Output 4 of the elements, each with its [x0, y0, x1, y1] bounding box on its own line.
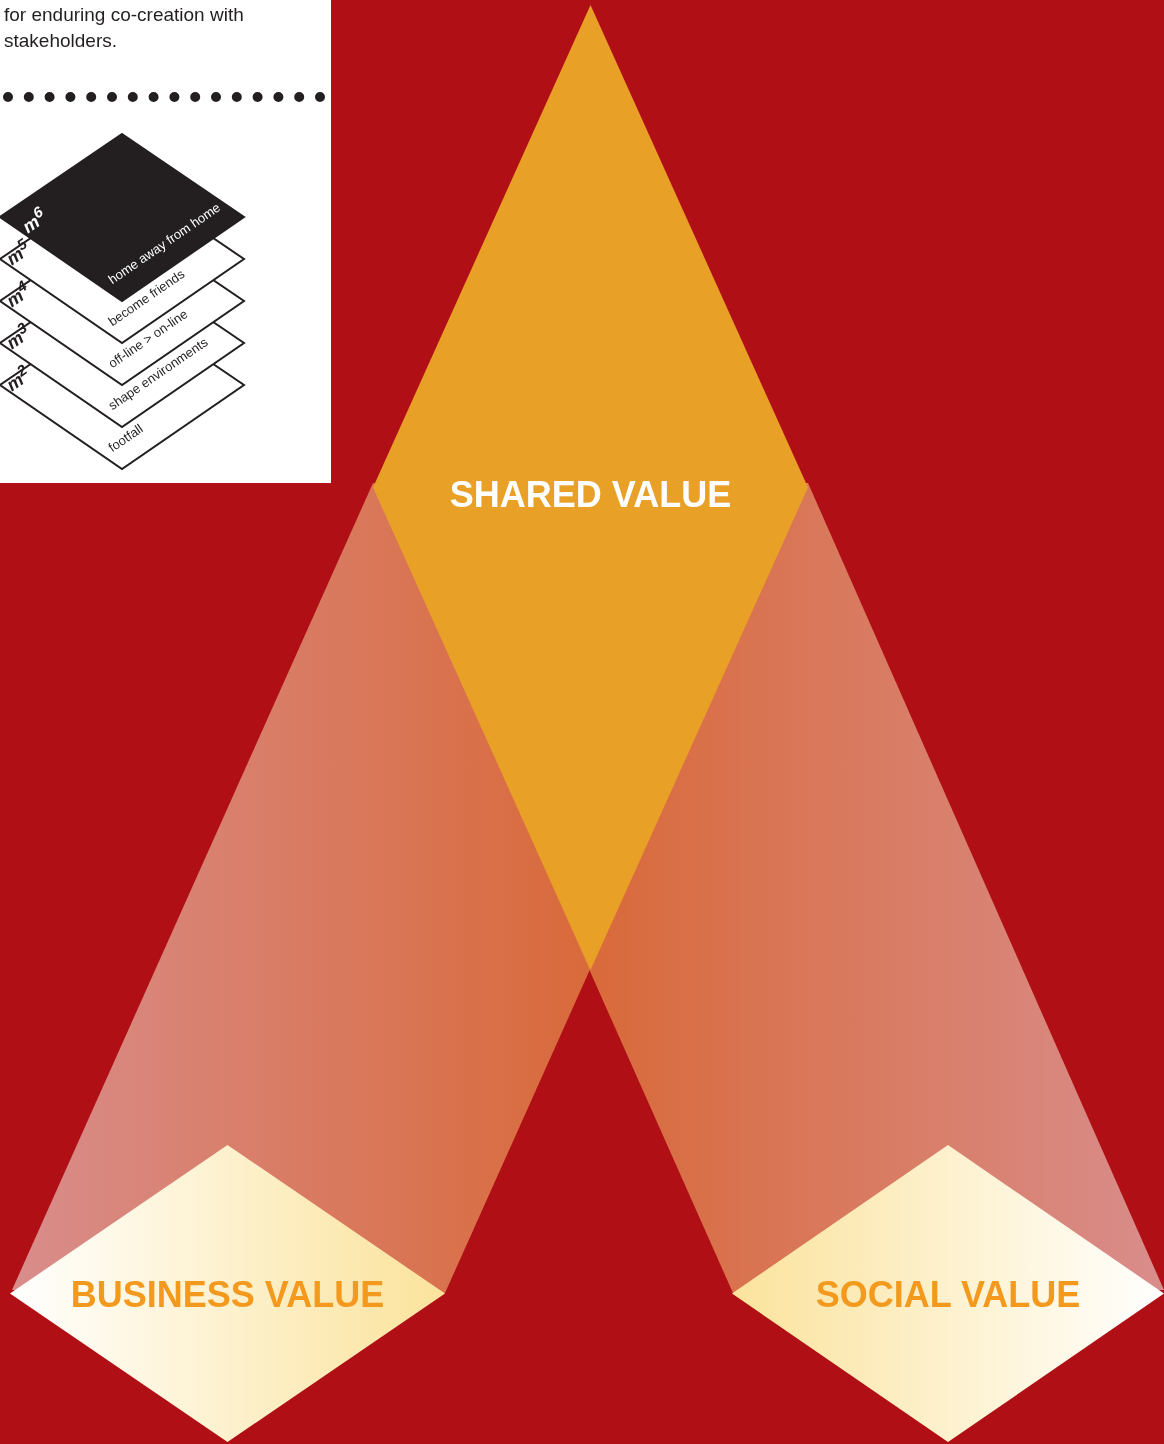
diamond-label: SHARED VALUE	[449, 475, 732, 515]
diamond-label: BUSINESS VALUE	[70, 1275, 385, 1315]
intro-text: for enduring co-creation with stakeholders.	[4, 3, 245, 53]
diamond-label: SOCIAL VALUE	[815, 1275, 1081, 1315]
